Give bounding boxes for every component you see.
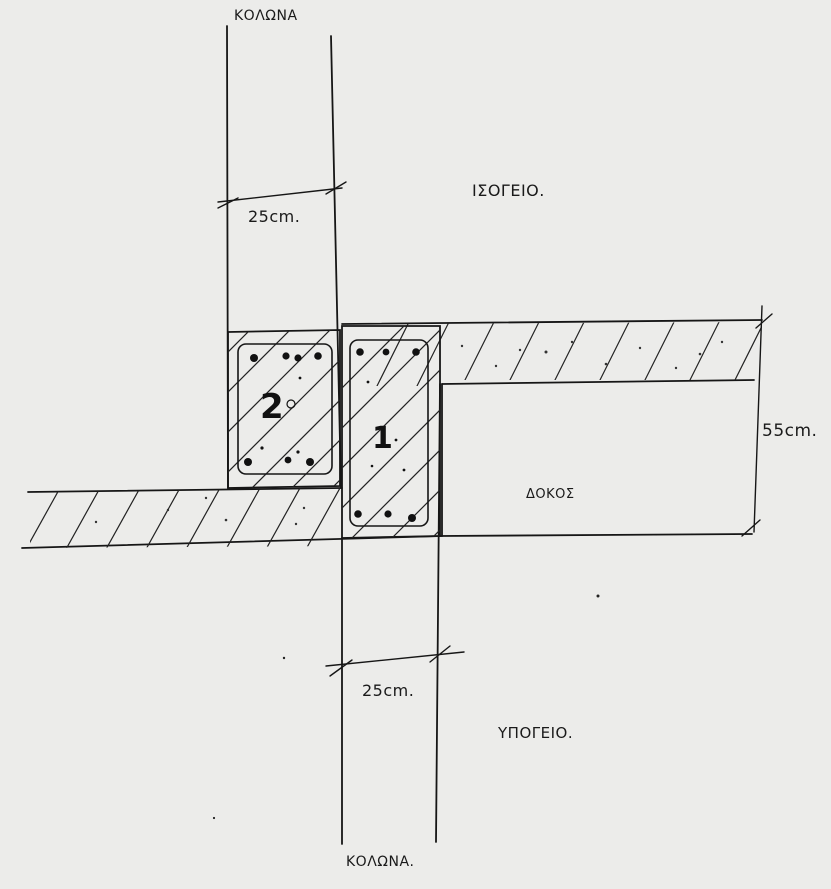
- label-column-bottom: ΚΟΛΩΝΑ.: [346, 854, 414, 870]
- beam-outline: [439, 533, 753, 537]
- upper-column: [226, 25, 342, 489]
- block-2: [227, 329, 341, 489]
- bottom-slab: [21, 487, 443, 549]
- label-basement: ΥΠΟΓΕΙΟ.: [497, 724, 573, 742]
- label-beam: ΔΟΚΟΣ: [526, 487, 575, 502]
- stray-marks: [212, 594, 600, 820]
- label-column-top: ΚΟΛΩΝΑ: [234, 8, 298, 24]
- label-block-2: 2: [260, 387, 284, 427]
- label-dim-top: 25cm.: [248, 207, 300, 226]
- label-block-1: 1: [372, 421, 393, 456]
- dimension-bottom: [325, 645, 465, 677]
- top-slab: [341, 319, 763, 537]
- label-dim-bottom: 25cm.: [362, 681, 414, 700]
- dimension-top: [217, 181, 347, 209]
- label-dim-height: 55cm.: [762, 421, 817, 441]
- block-1: [341, 325, 441, 539]
- dimension-height: [741, 305, 773, 537]
- label-ground-floor: ΙΣΟΓΕΙΟ.: [472, 181, 545, 200]
